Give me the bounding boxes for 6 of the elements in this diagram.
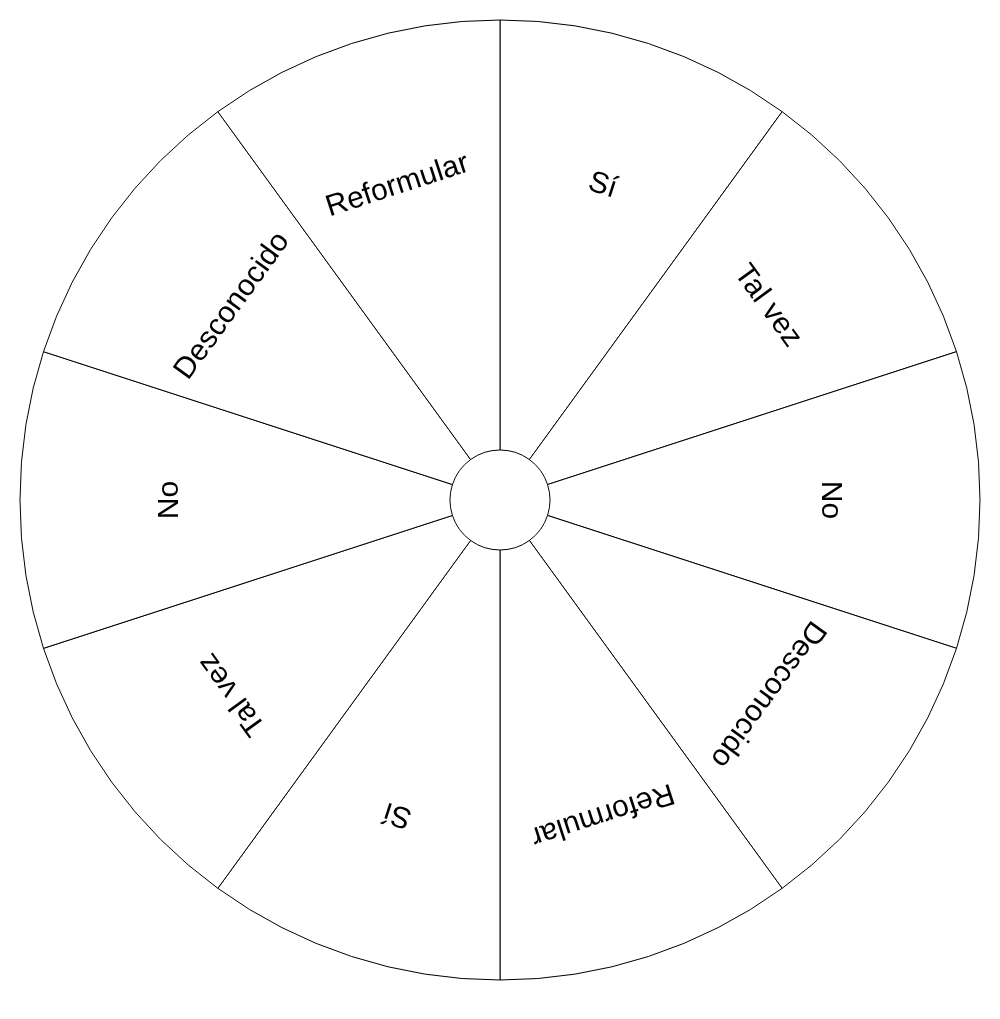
segment-label: No — [817, 480, 847, 520]
segment-label: No — [153, 480, 183, 520]
segment-label: Sí — [379, 797, 416, 835]
segment-label: Tal vez — [729, 258, 809, 352]
segment-label: Tal vez — [191, 648, 271, 742]
segment-label: Sí — [584, 165, 621, 203]
